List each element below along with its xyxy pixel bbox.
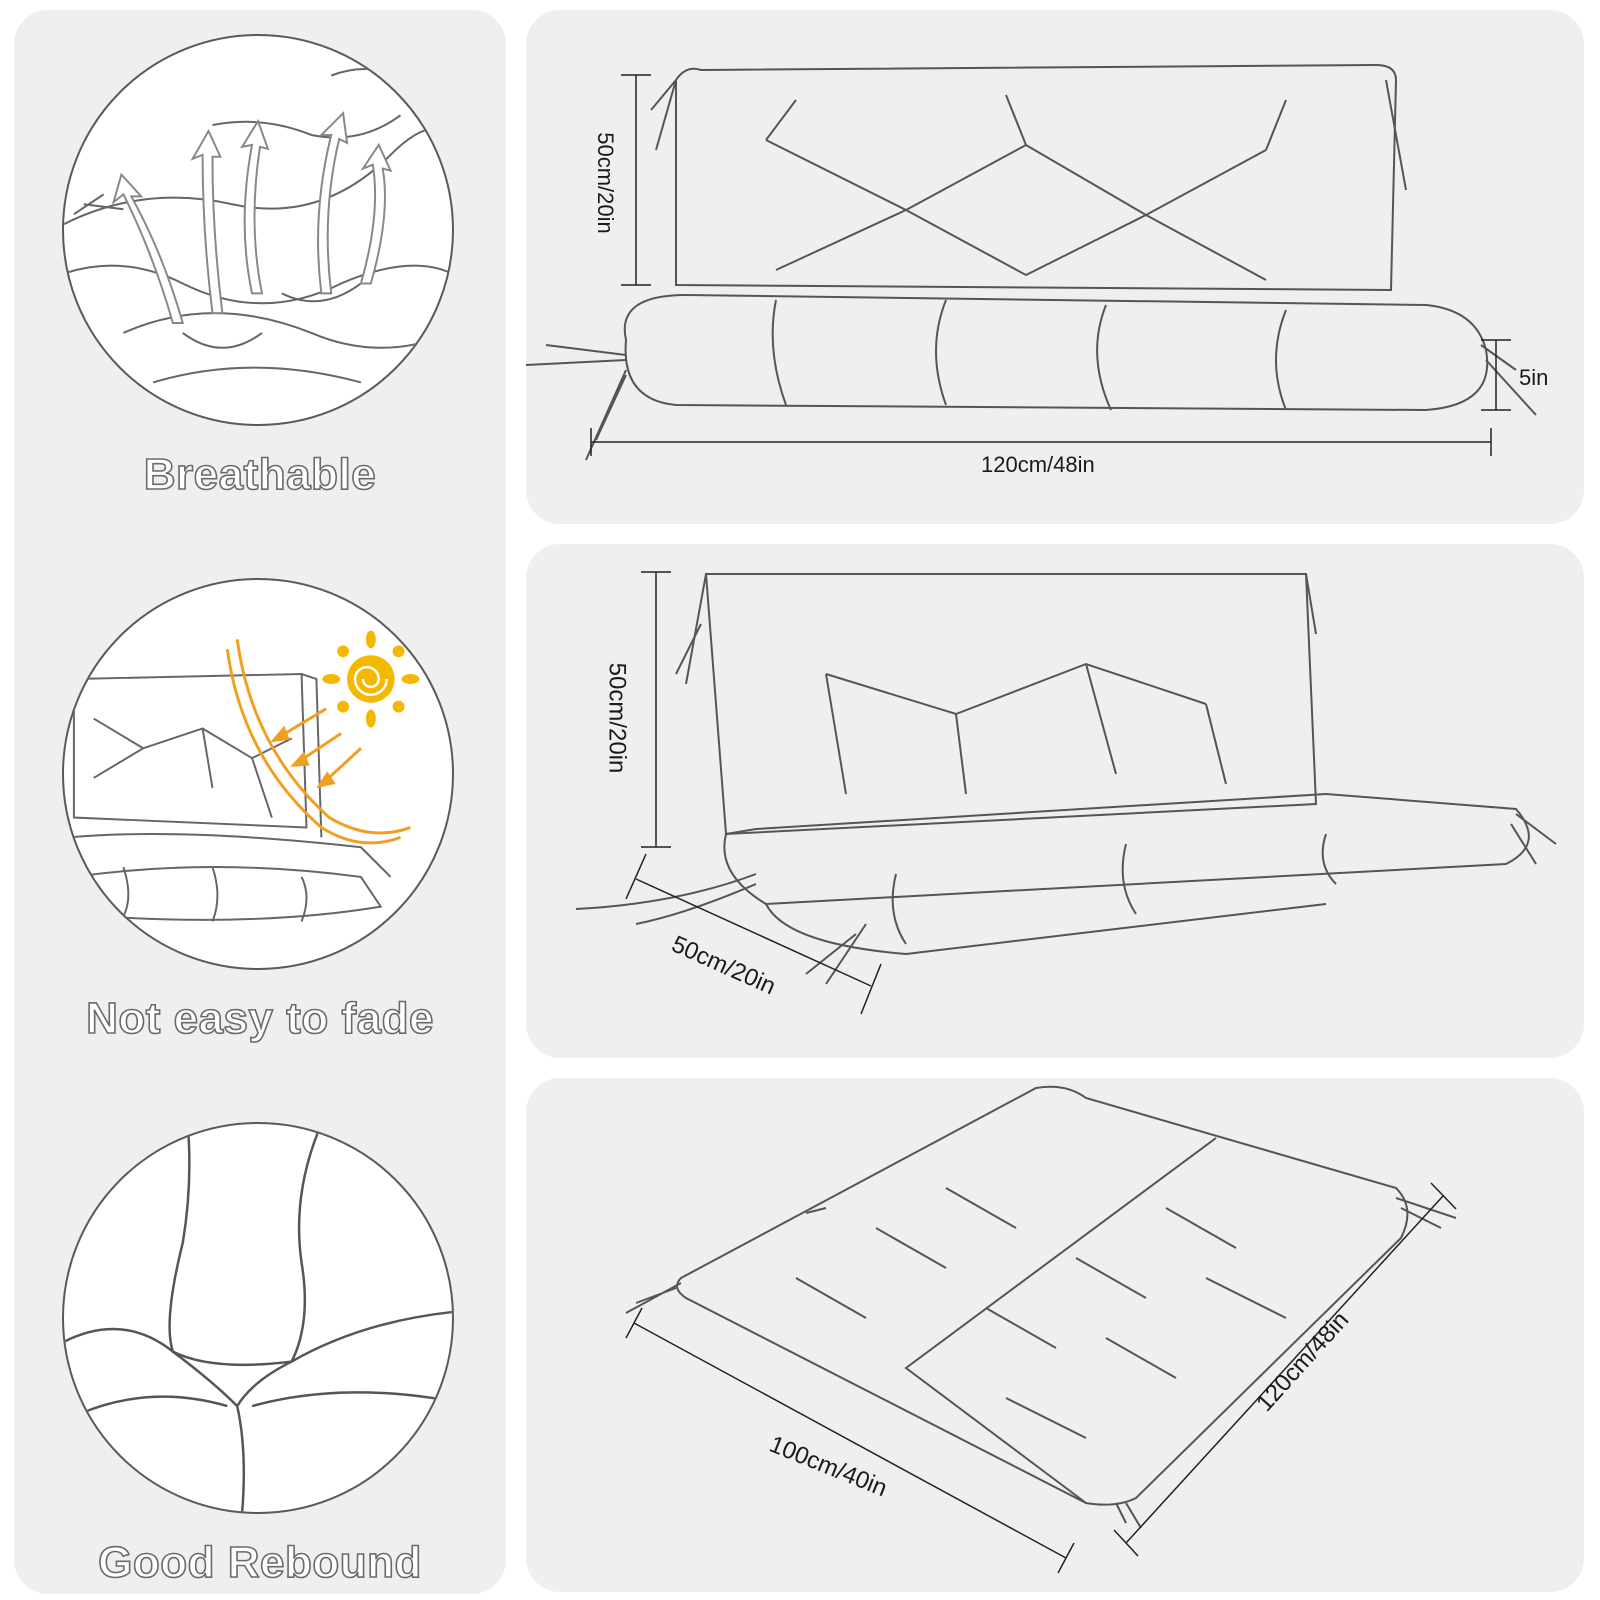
sun-rays-icon (225, 639, 411, 845)
cushion-fold-icon (64, 1124, 452, 1512)
flat-view-panel: 100cm/40in 120cm/48in (526, 1078, 1584, 1592)
width-dimension-label: 120cm/48in (981, 452, 1095, 477)
dimension-lines (590, 74, 1511, 456)
back-height-dimension-label: 50cm/20in (603, 662, 631, 774)
rebound-detail-image (62, 1122, 454, 1514)
thickness-dimension-label: 5in (1519, 365, 1549, 390)
sun-icon (322, 630, 420, 728)
fade-resistant-detail-image (62, 578, 454, 970)
breathable-cushion-sketch (64, 68, 452, 384)
dimension-lines (625, 571, 882, 1015)
airflow-arrows-icon (111, 111, 393, 325)
feature-label-fade: Not easy to fade (85, 993, 434, 1044)
front-view-panel: 50cm/20in 5in 120cm/48in (526, 10, 1584, 524)
dimension-lines (625, 1182, 1457, 1574)
flat-view-cushion-sketch (625, 1085, 1457, 1574)
side-view-cushion-sketch (575, 571, 1557, 1015)
front-view-cushion-sketch (526, 63, 1537, 461)
fade-cushion-sketch (68, 630, 420, 922)
side-view-panel: 50cm/20in 50cm/20in (526, 544, 1584, 1058)
breathable-detail-image (62, 34, 454, 426)
feature-label-rebound: Good Rebound (97, 1537, 422, 1588)
feature-label-breathable: Breathable (143, 449, 377, 500)
back-height-dimension-label: 50cm/20in (592, 132, 618, 234)
